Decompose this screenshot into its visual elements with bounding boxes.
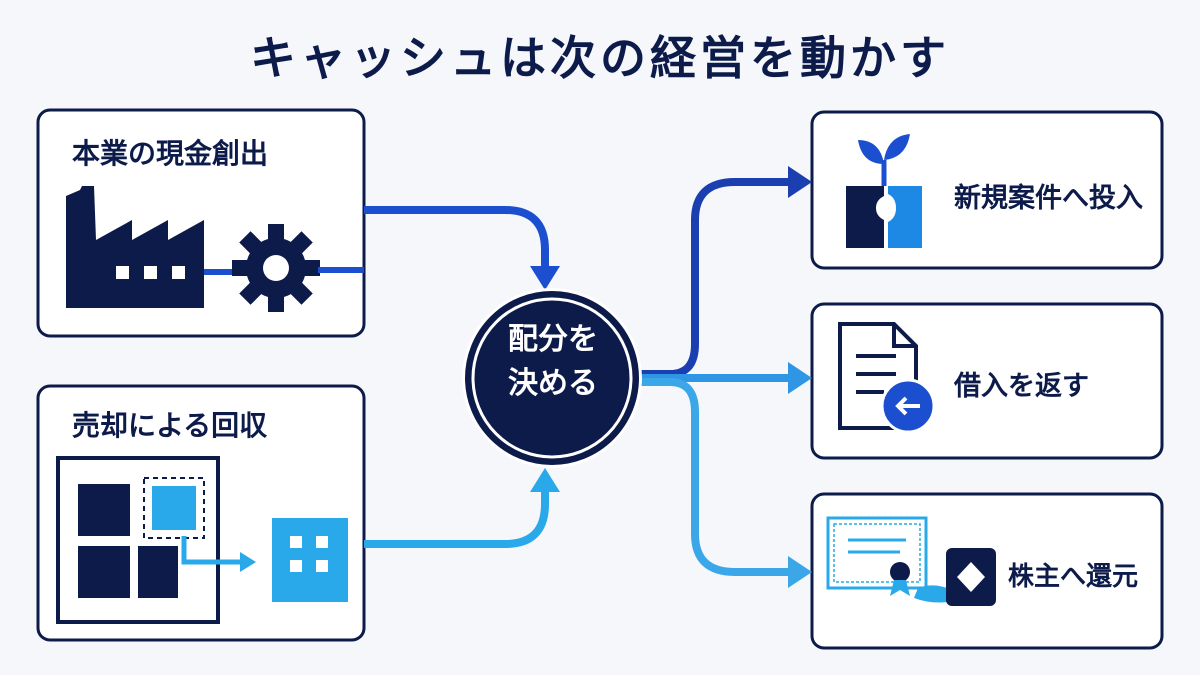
factory-icon (66, 186, 204, 308)
portfolio-grid-icon (56, 456, 256, 624)
center-label-line1: 配分を (508, 322, 598, 357)
center-node[interactable] (462, 288, 642, 468)
arrow-divestment-to-center (364, 468, 560, 548)
dest-label-repay: 借入を返す (954, 371, 1089, 402)
dest-label-invest: 新規案件へ投入 (954, 183, 1143, 214)
source-label-operations: 本業の現金創出 (72, 137, 269, 170)
dest-label-shareholder: 株主へ還元 (1008, 562, 1139, 592)
center-label-line2: 決める (508, 366, 598, 401)
source-label-divestment: 売却による回収 (72, 409, 268, 442)
sprout-puzzle-icon (846, 134, 922, 248)
certificate-hand-icon (826, 516, 996, 606)
arrow-center-to-shareholder (640, 378, 812, 588)
building-icon (272, 518, 348, 602)
gear-icon (232, 224, 320, 312)
arrow-center-to-invest (640, 166, 812, 378)
page-title: キャッシュは次の経営を動かす (250, 31, 950, 85)
arrow-operations-to-center (364, 206, 560, 290)
document-return-icon (838, 322, 936, 434)
center-label: 配分を 決める (468, 318, 638, 406)
